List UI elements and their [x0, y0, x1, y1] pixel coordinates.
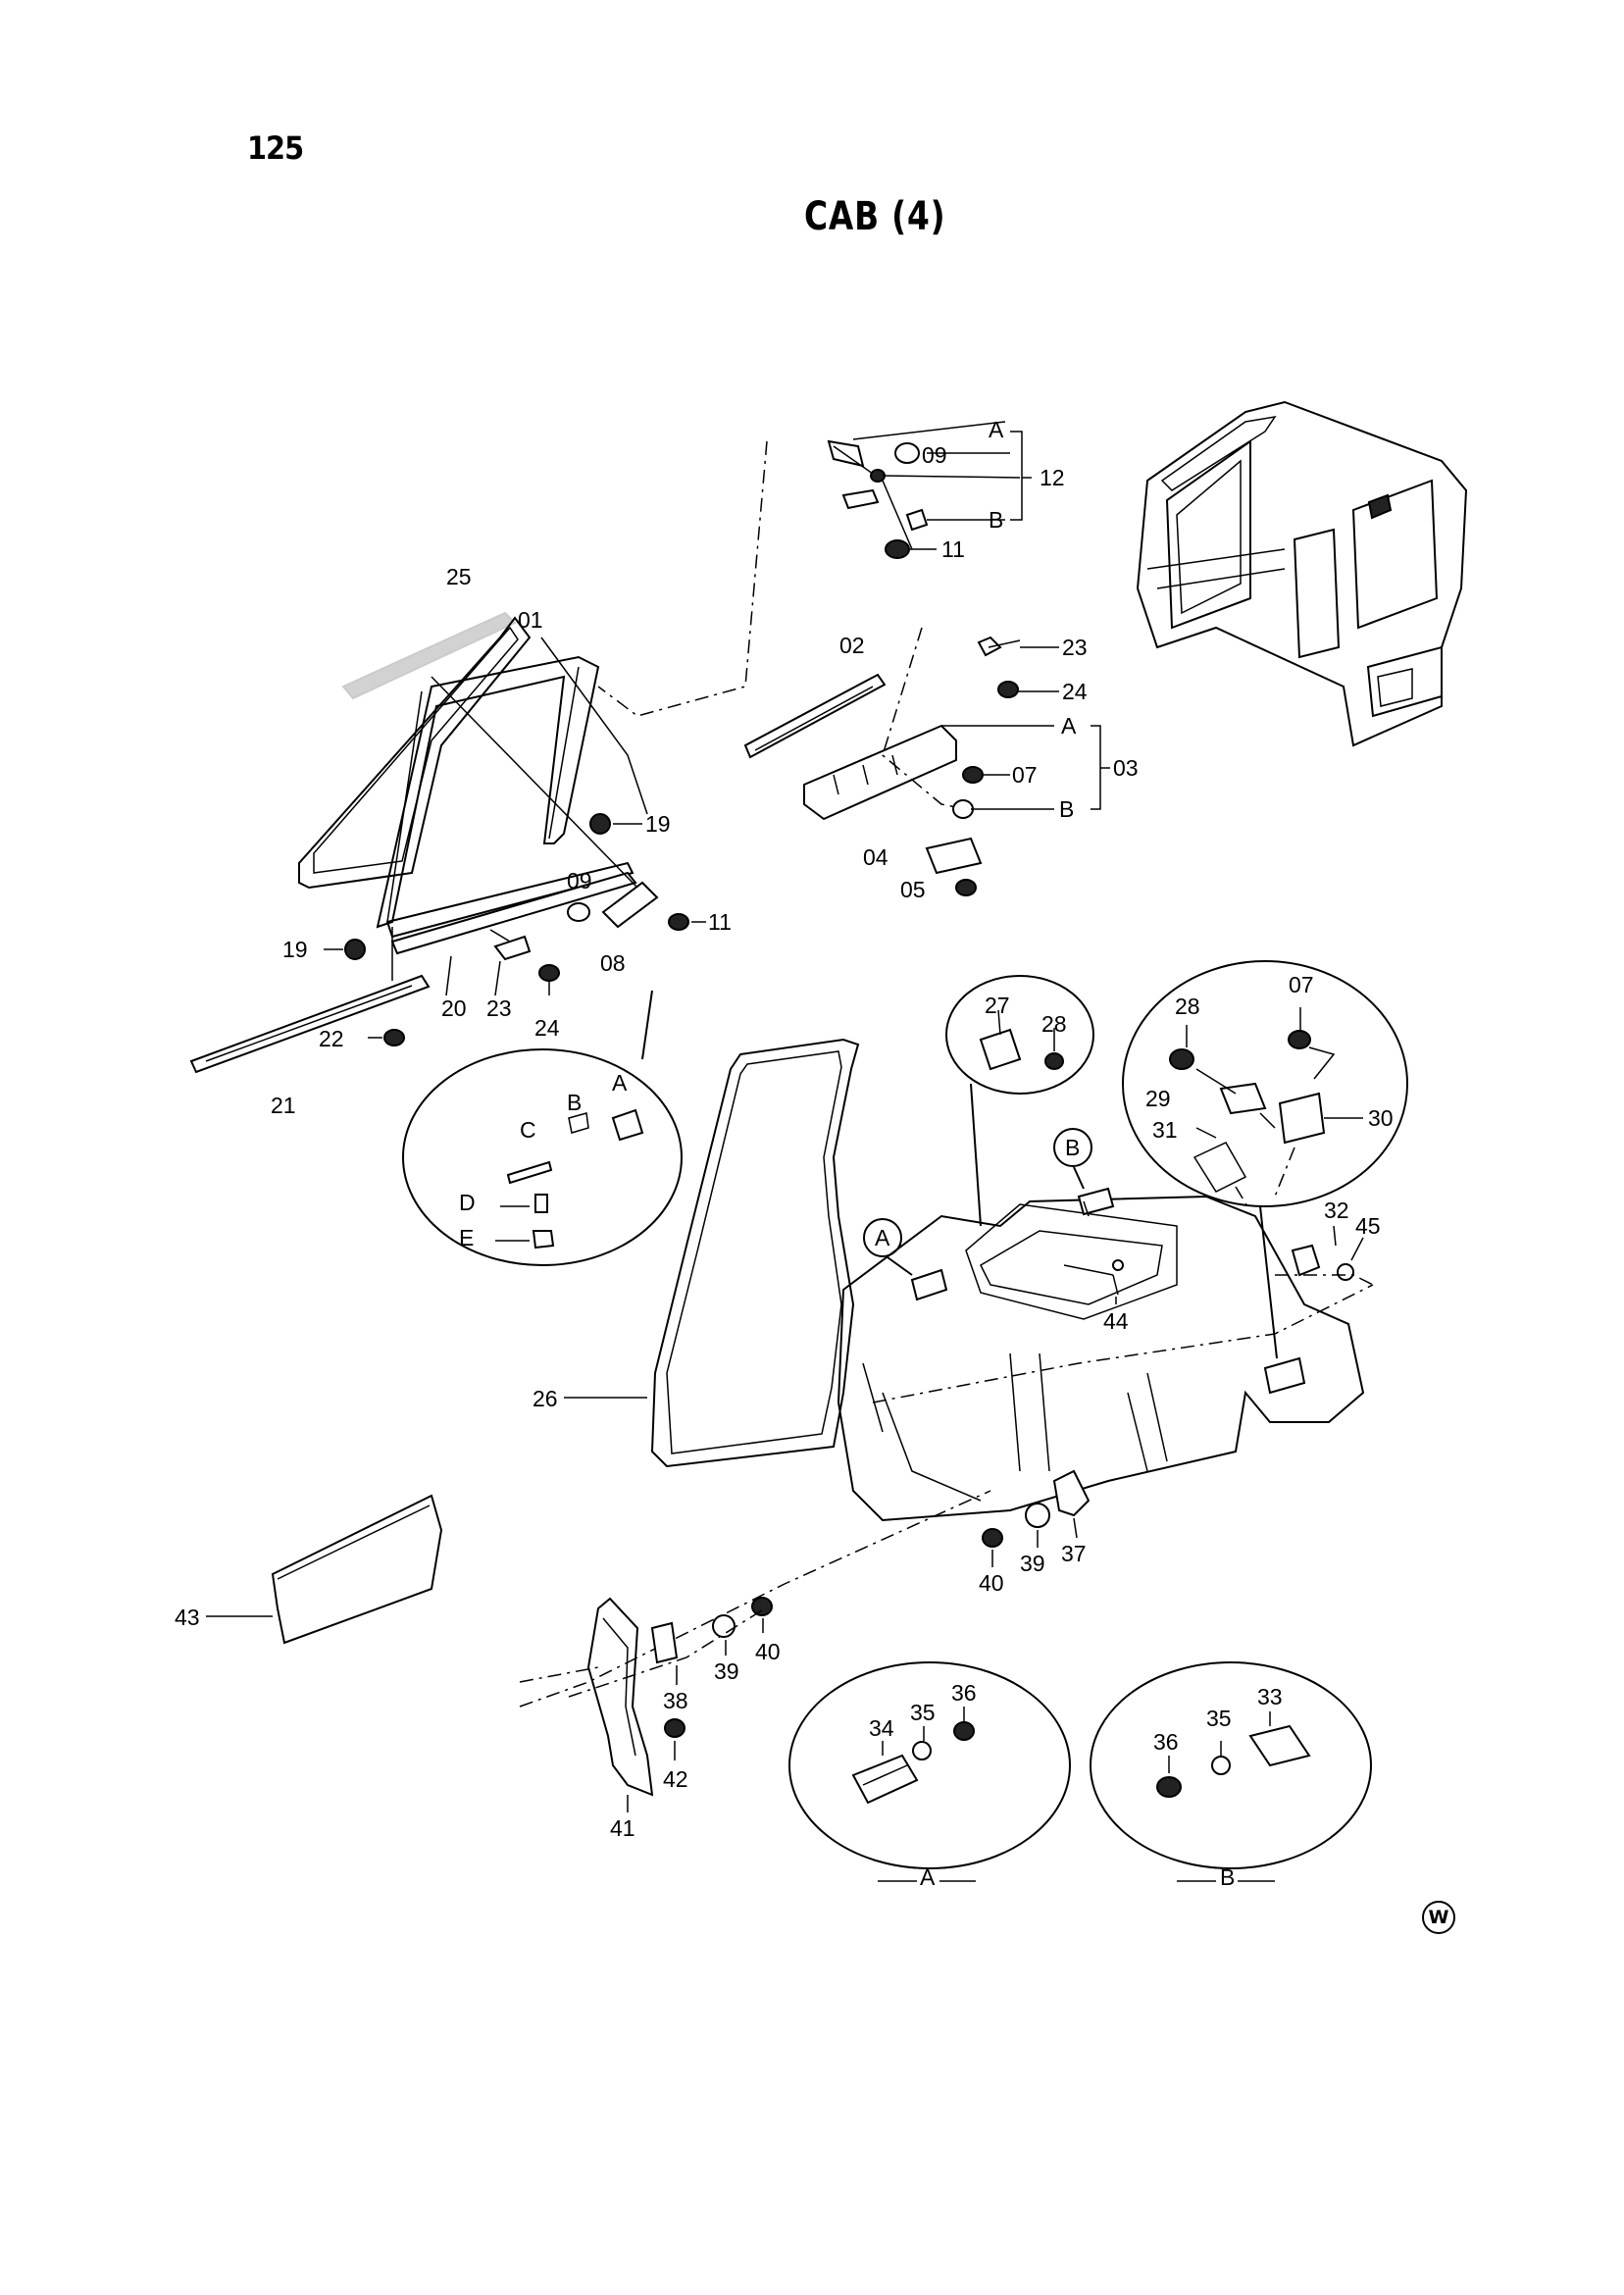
- callout-26: 26: [533, 1386, 558, 1411]
- callout-39: 39: [714, 1658, 739, 1684]
- callout-39: 39: [1020, 1551, 1045, 1576]
- callout-27: 27: [985, 993, 1010, 1018]
- callout-33: 33: [1257, 1684, 1283, 1709]
- hinge-bolt-group-top: [597, 421, 1032, 717]
- callout-22: 22: [319, 1026, 344, 1051]
- callout-D: D: [459, 1190, 476, 1215]
- callout-28: 28: [1175, 994, 1200, 1019]
- callout-A-detail: A: [920, 1864, 936, 1890]
- callout-labels: A 09 12 B 11 25 01 02 23 24 A 03 07 B 04…: [175, 417, 1394, 1890]
- glass-panel-43: [206, 1494, 443, 1645]
- callout-A: A: [989, 417, 1004, 442]
- callout-30: 30: [1368, 1105, 1394, 1131]
- callout-42: 42: [663, 1766, 688, 1792]
- callout-29: 29: [1145, 1086, 1171, 1111]
- parts-37-39-40: [982, 1469, 1091, 1567]
- door-frame-01: [376, 655, 634, 939]
- detail-circle-28-30: [1122, 960, 1408, 1359]
- callout-09: 09: [567, 868, 592, 893]
- callout-24: 24: [1062, 679, 1088, 704]
- callout-11: 11: [708, 909, 732, 935]
- callout-01: 01: [518, 607, 543, 633]
- callout-A: A: [612, 1070, 628, 1096]
- callout-25: 25: [446, 564, 472, 589]
- callout-34: 34: [869, 1715, 894, 1741]
- page-title: CAB (4): [804, 194, 946, 239]
- callout-21: 21: [271, 1093, 296, 1118]
- callout-E: E: [459, 1225, 474, 1250]
- callout-C: C: [520, 1117, 536, 1143]
- callout-45: 45: [1355, 1213, 1381, 1239]
- callout-B: B: [989, 507, 1003, 533]
- callout-04: 04: [863, 844, 888, 870]
- callout-A-circled: A: [875, 1225, 890, 1250]
- callout-03: 03: [1113, 755, 1139, 781]
- location-marker-A: [863, 1218, 913, 1276]
- callout-05: 05: [900, 877, 926, 902]
- callout-37: 37: [1061, 1541, 1087, 1566]
- detail-circle-27-28: [945, 975, 1094, 1227]
- callout-36: 36: [1153, 1729, 1179, 1755]
- callout-35: 35: [1206, 1706, 1232, 1731]
- callout-09: 09: [922, 442, 947, 468]
- callout-40: 40: [755, 1639, 781, 1664]
- bolt-32-washer-45: [1275, 1225, 1374, 1286]
- callout-24: 24: [534, 1015, 560, 1041]
- callout-40: 40: [979, 1570, 1004, 1596]
- detail-circle-B: [1090, 1661, 1372, 1869]
- location-marker-B: [1053, 1128, 1092, 1190]
- callout-23: 23: [1062, 635, 1088, 660]
- door-weatherstrip-26: [564, 1038, 860, 1468]
- callout-07: 07: [1012, 762, 1038, 788]
- rail-02: [743, 673, 887, 759]
- watermark-badge: W: [1422, 1901, 1455, 1934]
- callout-B-detail: B: [1220, 1864, 1235, 1890]
- callout-36: 36: [951, 1680, 977, 1706]
- lower-rail-parts: [189, 637, 706, 1074]
- guide-bracket-03: [803, 627, 1110, 896]
- callout-35: 35: [910, 1700, 936, 1725]
- callout-B: B: [567, 1090, 582, 1115]
- callout-31: 31: [1152, 1117, 1178, 1143]
- cab-overview-illustration: [1136, 400, 1468, 747]
- callout-07: 07: [1289, 972, 1314, 997]
- callout-11: 11: [941, 536, 965, 562]
- callout-B-circled: B: [1065, 1135, 1080, 1160]
- callout-32: 32: [1324, 1198, 1349, 1223]
- page-number: 125: [247, 129, 304, 167]
- callout-08: 08: [600, 950, 626, 976]
- detail-circle-A: [788, 1661, 1071, 1869]
- callout-43: 43: [175, 1605, 200, 1630]
- callout-20: 20: [441, 995, 467, 1021]
- detail-circle-pins: [402, 990, 683, 1266]
- cab-roof-body: [519, 1187, 1374, 1708]
- callout-19: 19: [282, 937, 308, 962]
- door-glass-seal-25: [298, 611, 532, 890]
- callout-19: 19: [645, 811, 671, 837]
- callout-38: 38: [663, 1688, 688, 1713]
- callout-12: 12: [1040, 465, 1065, 490]
- callout-B: B: [1059, 796, 1074, 822]
- callout-44: 44: [1103, 1308, 1129, 1334]
- cab-pillar-41: [519, 1597, 773, 1812]
- callout-23: 23: [486, 995, 512, 1021]
- callout-02: 02: [839, 633, 865, 658]
- callout-28: 28: [1041, 1011, 1067, 1037]
- callout-A: A: [1061, 713, 1077, 739]
- callout-41: 41: [610, 1815, 635, 1841]
